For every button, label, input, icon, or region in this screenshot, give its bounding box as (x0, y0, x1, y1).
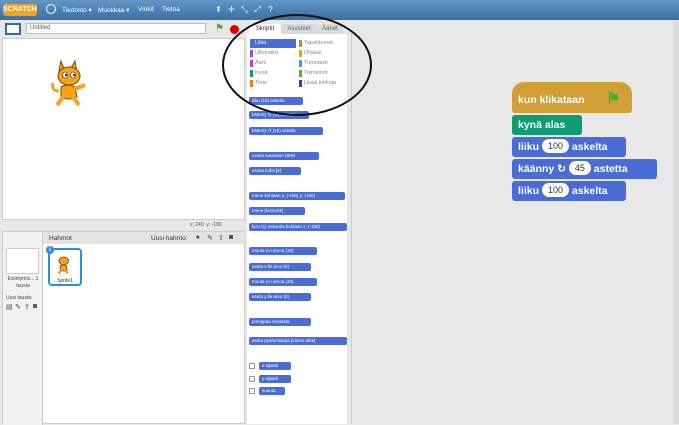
stage-header: v461 Untitled ⚑ (0, 20, 245, 42)
help-icon[interactable]: ? (268, 5, 273, 14)
backdrop-upload-icon[interactable]: ⇪ (24, 304, 30, 311)
backdrop-camera-icon[interactable]: ◙ (33, 303, 38, 310)
palette-block-x-position[interactable]: x-sijainti (259, 362, 291, 370)
move-unit: askelta (571, 141, 608, 153)
checkbox-x-position[interactable] (249, 363, 255, 369)
checkbox-y-position[interactable] (249, 376, 255, 382)
palette-block-glide[interactable]: liu'u (1) sekuntia kohtaan x: (-180) (249, 223, 347, 231)
move-steps-block-2[interactable]: liiku 100 askelta (512, 181, 626, 201)
palette-block-set-x[interactable]: aseta x:lle arvo (0) (249, 263, 311, 271)
presentation-mode-icon[interactable] (5, 23, 21, 35)
stage-column: Esiintymis... 1 tausta Uusi tausta: ▤ ✎ … (3, 232, 43, 425)
palette-scrollbar[interactable] (347, 34, 351, 424)
language-globe-icon[interactable] (46, 4, 56, 14)
stage-label: Esiintymis... 1 tausta (7, 276, 39, 289)
move-label: liiku (518, 185, 540, 197)
sprite-name: Sprite1 (57, 278, 73, 284)
sprite-camera-icon[interactable]: ◙ (229, 234, 234, 241)
pen-down-label: kynä alas (518, 119, 566, 131)
rotate-right-icon: ↻ (557, 163, 566, 175)
turn-label: käänny (518, 163, 555, 175)
checkbox-direction[interactable] (249, 388, 255, 394)
stage-thumbnail[interactable] (6, 248, 39, 274)
stop-sign-icon[interactable] (230, 25, 239, 34)
move-unit: askelta (571, 185, 608, 197)
hat-label: kun klikataan (518, 94, 585, 106)
grow-icon[interactable]: ⤡ (241, 5, 248, 14)
cut-icon[interactable]: ✛ (228, 5, 235, 14)
shrink-icon[interactable]: ⤢ (254, 5, 261, 14)
green-flag-icon: ⚑ (606, 91, 621, 108)
stage-coordinates: x: 240 y: -180 (190, 222, 222, 228)
palette-block-turn-left[interactable]: käänny ↺ (15) astetta (249, 127, 323, 135)
menu-file[interactable]: Tiedosto ▾ (62, 7, 92, 14)
sprite-paint-icon[interactable]: ✎ (207, 235, 213, 242)
move-steps-block-1[interactable]: liiku 100 askelta (512, 137, 626, 157)
stage-canvas[interactable] (2, 38, 245, 220)
sprite-thumbnail[interactable]: i Sprite1 (46, 246, 82, 286)
palette-block-rotation-style[interactable]: aseta pyörimistapa [vasen-oik▾] (249, 337, 347, 345)
palette-block-bounce[interactable]: pomppaa reunasta (249, 318, 311, 326)
scratch-logo[interactable]: SCRATCH (3, 4, 37, 16)
sprite-header: Hahmot Uusi hahmo: ♠ ✎ ⇪ ◙ (43, 232, 246, 244)
move-steps-input-1[interactable]: 100 (541, 139, 569, 153)
sprites-label: Hahmot (49, 235, 72, 242)
palette-block-set-y[interactable]: aseta y:lle arvo (0) (249, 293, 311, 301)
info-icon[interactable]: i (46, 246, 54, 254)
turn-degrees-input[interactable]: 45 (568, 161, 591, 175)
turn-unit: astetta (593, 163, 628, 175)
palette-block-point-direction[interactable]: osoita suuntaan (90▾) (249, 152, 319, 160)
new-sprite-label: Uusi hahmo: (151, 235, 188, 242)
move-label: liiku (518, 141, 540, 153)
menu-tips[interactable]: Vinkit (138, 6, 154, 13)
annotation-circle (222, 14, 372, 116)
when-flag-clicked-block[interactable]: kun klikataan ⚑ (512, 82, 632, 113)
palette-block-turn-right[interactable]: käänny ↻ (15) astetta (249, 111, 309, 119)
turn-right-block[interactable]: käänny ↻ 45 astetta (512, 159, 657, 179)
palette-block-change-x[interactable]: muuta x:n arvoa (10) (249, 247, 317, 255)
sprite-library-icon[interactable]: ♠ (196, 234, 200, 241)
duplicate-stamp-icon[interactable]: ⇞ (215, 5, 222, 14)
menu-edit[interactable]: Muokkaa ▾ (98, 7, 130, 14)
menu-about[interactable]: Tietoa (162, 6, 180, 13)
palette-block-y-position[interactable]: y-sijainti (259, 375, 291, 383)
cat-sprite-icon[interactable] (49, 57, 95, 109)
green-flag-icon[interactable]: ⚑ (215, 23, 224, 34)
palette-block-go-to-xy[interactable]: mene kohtaan x: (-180) y: (160) (249, 192, 345, 200)
palette-block-direction[interactable]: suunta (259, 387, 285, 395)
block-palette: liiku (10) askelta käänny ↻ (15) astetta… (247, 94, 347, 424)
palette-block-change-y[interactable]: muuta y:n arvoa (10) (249, 278, 317, 286)
menu-bar: SCRATCH Tiedosto ▾ Muokkaa ▾ Vinkit Tiet… (0, 0, 679, 20)
sprite-pane: Esiintymis... 1 tausta Uusi tausta: ▤ ✎ … (2, 231, 246, 425)
pen-down-block[interactable]: kynä alas (512, 115, 582, 135)
project-title-input[interactable]: Untitled (26, 23, 206, 34)
window-scrollbar[interactable] (673, 20, 679, 424)
cat-thumbnail-icon (57, 256, 69, 275)
sprite-upload-icon[interactable]: ⇪ (218, 235, 224, 242)
palette-block-point-towards[interactable]: osoita kohti [▾] (249, 167, 301, 175)
move-steps-input-2[interactable]: 100 (541, 183, 569, 197)
backdrop-paint-icon[interactable]: ✎ (15, 304, 21, 311)
palette-block-go-to[interactable]: mene [kursori▾] (249, 207, 305, 215)
backdrop-library-icon[interactable]: ▤ (6, 304, 13, 311)
new-backdrop-label: Uusi tausta: (6, 295, 33, 301)
